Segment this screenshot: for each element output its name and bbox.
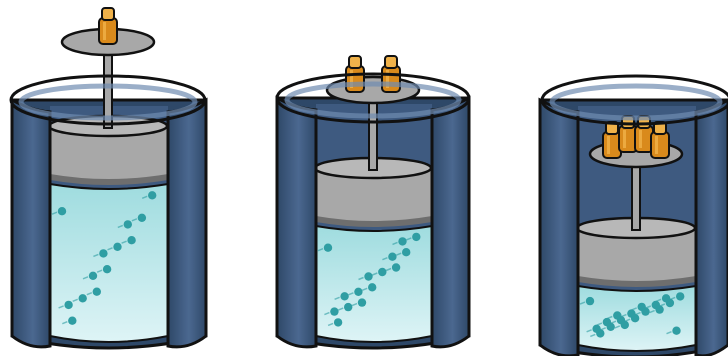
weight	[99, 8, 117, 44]
gas-molecule	[58, 207, 66, 215]
gas-molecule	[652, 301, 660, 309]
gas-molecule	[138, 214, 146, 222]
gas-molecule	[124, 220, 132, 228]
gas-molecule	[364, 272, 372, 280]
cylinder-right-wall	[696, 100, 728, 356]
gas-molecule	[388, 253, 396, 261]
gas-molecule	[148, 191, 156, 199]
gas-molecule	[89, 272, 97, 280]
gas-molecule	[412, 233, 420, 241]
gas-molecule	[79, 294, 87, 302]
gas-molecule	[402, 248, 410, 256]
gas-region	[50, 184, 168, 342]
gas-molecule	[586, 297, 594, 305]
gas-molecule	[344, 303, 352, 311]
gas-molecule	[662, 294, 670, 302]
weight	[651, 122, 669, 158]
gas-molecule	[127, 236, 135, 244]
gas-molecule	[613, 311, 621, 319]
weight-plate	[327, 77, 419, 103]
gas-molecule	[638, 303, 646, 311]
gas-molecule	[340, 292, 348, 300]
piston-rod	[632, 158, 640, 230]
cylinder-left-wall	[540, 100, 578, 356]
gas-molecule	[378, 268, 386, 276]
cylinder-right-wall	[432, 98, 469, 347]
cylinder-right-wall	[168, 100, 206, 347]
gas-molecule	[672, 327, 680, 335]
gas-molecule	[113, 243, 121, 251]
cylinder-two-weights	[277, 56, 469, 348]
gas-molecule	[64, 301, 72, 309]
gas-molecule	[334, 318, 342, 326]
gas-molecule	[324, 244, 332, 252]
gas-molecule	[398, 237, 406, 245]
gas-molecule	[627, 309, 635, 317]
gas-molecule	[603, 318, 611, 326]
gas-molecule	[358, 298, 366, 306]
gas-molecule	[392, 263, 400, 271]
cylinder-left-wall	[277, 98, 316, 347]
gas-molecule	[68, 317, 76, 325]
gas-molecule	[676, 292, 684, 300]
gas-molecule	[103, 265, 111, 273]
gas-molecule	[354, 288, 362, 296]
gas-molecule	[368, 283, 376, 291]
cylinder-one-weight	[11, 8, 206, 348]
gas-molecule	[93, 288, 101, 296]
gas-molecule	[592, 325, 600, 333]
gas-molecule	[330, 307, 338, 315]
gas-molecule	[99, 249, 107, 257]
cylinder-four-weights	[540, 76, 728, 356]
cylinder-left-wall	[12, 100, 50, 347]
